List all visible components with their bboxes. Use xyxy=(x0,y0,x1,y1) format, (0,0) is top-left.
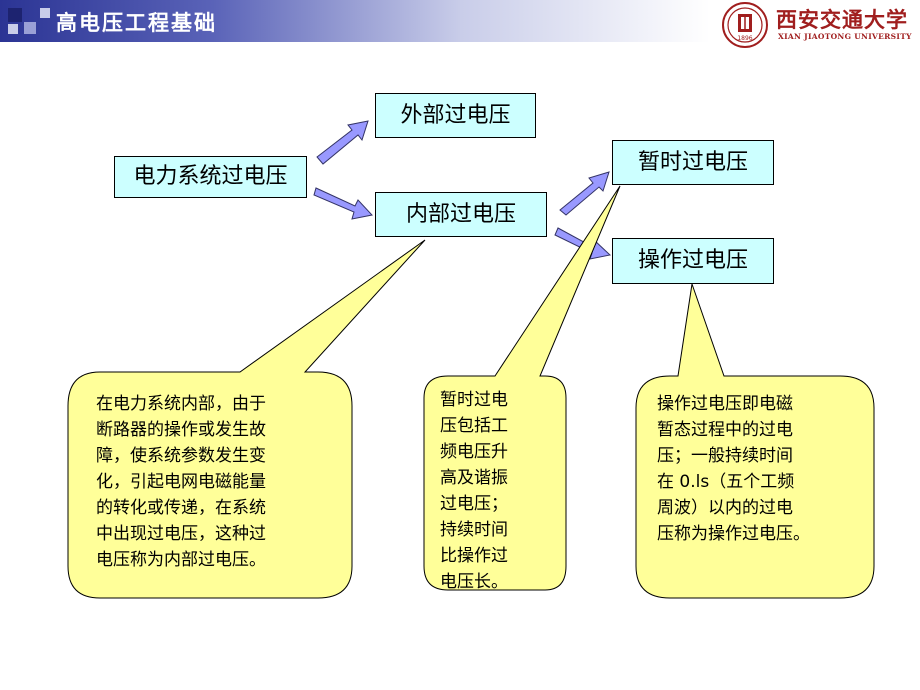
arrow-to-internal xyxy=(313,187,373,220)
header-square-dark xyxy=(8,8,22,22)
callout-internal-line: 化，引起电网电磁能量 xyxy=(96,472,266,492)
callout-temporary-line: 过电压； xyxy=(440,494,508,514)
header-square-light-2 xyxy=(8,24,18,34)
logo-chinese-name: 西安交通大学 xyxy=(776,7,908,32)
university-logo: 1896 西安交通大学 XIAN JIAOTONG UNIVERSITY xyxy=(712,0,920,50)
callout-temporary-line: 暂时过电 xyxy=(440,390,508,410)
callout-internal-line: 的转化或传递，在系统 xyxy=(96,498,266,518)
seal-icon: 1896 xyxy=(722,2,768,48)
callout-temporary-text: 暂时过电 压包括工 频电压升 高及谐振 过电压； 持续时间 比操作过 电压长。 xyxy=(440,387,550,595)
callout-internal-line: 在电力系统内部，由于 xyxy=(96,394,266,414)
header-bar: 高电压工程基础 xyxy=(0,0,710,42)
header-square-light-3 xyxy=(40,8,50,18)
header-square-light xyxy=(24,22,36,34)
box-switching-overvoltage: 操作过电压 xyxy=(612,238,774,284)
callout-switching-line: 在 0.ls（五个工频 xyxy=(657,472,795,492)
slide-header-title: 高电压工程基础 xyxy=(56,11,217,35)
callout-switching-line: 暂态过程中的过电 xyxy=(657,420,793,440)
box-temporary-overvoltage: 暂时过电压 xyxy=(612,140,774,185)
arrow-to-temporary xyxy=(559,171,610,216)
svg-text:1896: 1896 xyxy=(737,35,752,42)
callout-switching-shape xyxy=(635,283,875,599)
callout-internal-shape xyxy=(67,239,426,599)
box-power-system-overvoltage: 电力系统过电压 xyxy=(114,156,307,198)
callout-switching-line: 周波）以内的过电 xyxy=(657,498,793,518)
callout-internal-line: 障，使系统参数发生变 xyxy=(96,446,266,466)
callout-temporary-line: 电压长。 xyxy=(440,572,508,592)
callout-temporary-line: 频电压升 xyxy=(440,442,508,462)
callout-switching-line: 操作过电压即电磁 xyxy=(657,394,793,414)
callout-temporary-shape xyxy=(423,185,621,591)
callout-temporary-line: 比操作过 xyxy=(440,546,508,566)
callout-switching-line: 压；一般持续时间 xyxy=(657,446,793,466)
callout-internal-text: 在电力系统内部，由于 断路器的操作或发生故 障，使系统参数发生变 化，引起电网电… xyxy=(96,391,346,573)
box-internal-overvoltage: 内部过电压 xyxy=(375,192,547,237)
logo-english-name: XIAN JIAOTONG UNIVERSITY xyxy=(778,32,912,41)
callout-temporary-line: 高及谐振 xyxy=(440,468,508,488)
callout-switching-text: 操作过电压即电磁 暂态过程中的过电 压；一般持续时间 在 0.ls（五个工频 周… xyxy=(657,391,867,547)
callout-internal-line: 电压称为内部过电压。 xyxy=(96,550,266,570)
callout-internal-line: 中出现过电压，这种过 xyxy=(96,524,266,544)
callout-temporary-line: 压包括工 xyxy=(440,416,508,436)
callout-internal-line: 断路器的操作或发生故 xyxy=(96,420,266,440)
box-external-overvoltage: 外部过电压 xyxy=(375,93,536,138)
callout-switching-line: 压称为操作过电压。 xyxy=(657,524,810,544)
arrow-to-external xyxy=(316,120,369,165)
callout-temporary-line: 持续时间 xyxy=(440,520,508,540)
